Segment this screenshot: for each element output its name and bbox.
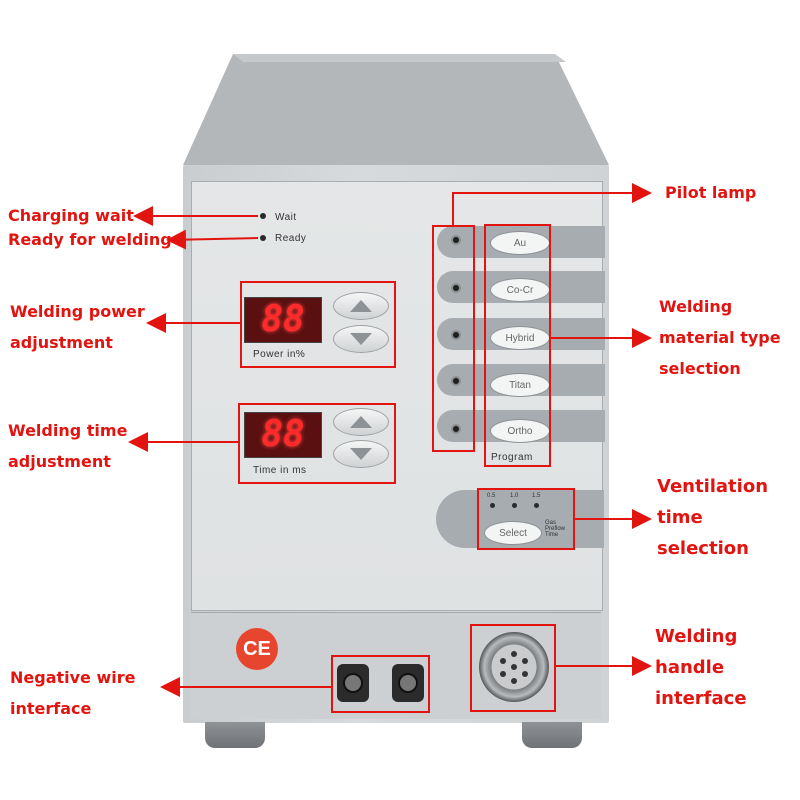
ventilation-note-line: time [657,507,703,528]
pilot-lamp-hybrid [453,332,459,338]
negative-terminal-right[interactable] [392,664,424,702]
time-highlight-box [238,403,396,484]
time-digits: 88 [261,414,305,455]
material-button-cocr[interactable]: Co-Cr [490,278,550,302]
material-note: Welding material type selection [659,291,781,384]
power-note-line: adjustment [10,333,113,352]
time-up-button[interactable] [333,408,389,436]
wait-label: Wait [275,212,297,223]
power-down-button[interactable] [333,325,389,353]
pilot-lamp-titan [453,378,459,384]
material-note-line: material type [659,328,781,347]
handle-note-line: Welding [655,626,738,647]
down-arrow-icon [350,448,372,460]
handle-note-line: handle [655,657,725,678]
gas-tick: 0.5 [487,493,496,499]
charging-wait-note: Charging wait [8,206,134,225]
time-note: Welding time adjustment [8,415,127,477]
material-button-au[interactable]: Au [490,231,550,255]
ready-for-welding-note: Ready for welding [8,230,172,249]
power-display: 88 [244,297,322,343]
gas-led [490,503,495,508]
left-foot [205,722,265,748]
material-note-line: selection [659,359,741,378]
wait-led [260,213,266,219]
connector-highlight-box [470,624,556,712]
terminal-highlight-box [331,655,430,713]
pilot-lamp-note: Pilot lamp [665,183,757,202]
pilot-lamp-cocr [453,285,459,291]
handle-note: Welding handle interface [655,621,747,714]
socket-icon [398,673,418,693]
ready-led [260,235,266,241]
negative-wire-note-line: interface [10,699,92,718]
gas-caption-line: Preflow [545,526,566,532]
right-foot [522,722,582,748]
down-arrow-icon [350,333,372,345]
gas-led [534,503,539,508]
time-caption: Time in ms [253,465,307,476]
negative-wire-note: Negative wire interface [10,662,135,724]
gas-caption: Gas Preflow Time [545,520,565,538]
up-arrow-icon [350,416,372,428]
ventilation-note-line: selection [657,538,749,559]
pilot-lamp-ortho [453,426,459,432]
gas-caption-line: Time [545,532,559,538]
ventilation-note: Ventilation time selection [657,471,768,564]
material-button-ortho[interactable]: Ortho [490,419,550,443]
program-label: Program [491,452,533,463]
ce-badge: CE [236,628,278,670]
time-down-button[interactable] [333,440,389,468]
negative-wire-note-line: Negative wire [10,668,136,687]
handle-note-line: interface [655,688,747,709]
material-highlight-box [484,224,551,467]
ce-mark-text: CE [243,637,271,660]
pilot-highlight-box [432,225,475,452]
pilot-lamp-au [453,237,459,243]
handle-connector[interactable] [479,632,549,702]
material-button-hybrid[interactable]: Hybrid [490,326,550,350]
power-note: Welding power adjustment [10,296,145,358]
power-up-button[interactable] [333,292,389,320]
material-note-line: Welding [659,297,733,316]
gas-tick: 1.5 [532,493,541,499]
gas-led [512,503,517,508]
time-display: 88 [244,412,322,458]
gas-caption-line: Gas [545,520,557,526]
power-digits: 88 [261,299,305,340]
time-note-line: adjustment [8,452,111,471]
time-note-line: Welding time [8,421,128,440]
select-button[interactable]: Select [484,521,542,545]
socket-icon [343,673,363,693]
connector-pins-icon [500,651,528,684]
ready-label: Ready [275,233,307,244]
negative-terminal-left[interactable] [337,664,369,702]
power-caption: Power in% [253,349,306,360]
power-highlight-box [240,281,396,368]
ventilation-note-line: Ventilation [657,476,769,497]
power-note-line: Welding power [10,302,145,321]
up-arrow-icon [350,300,372,312]
gas-tick: 1.0 [510,493,519,499]
gas-highlight-box [477,488,575,550]
